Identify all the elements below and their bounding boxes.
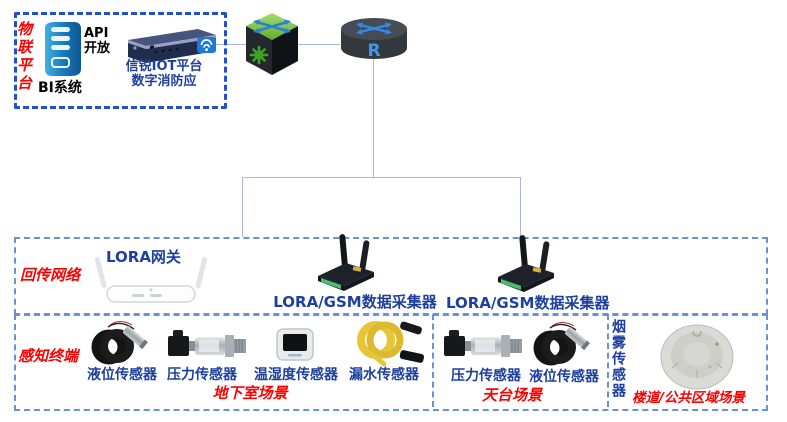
link-switch-router [297, 44, 340, 45]
svg-text:R: R [367, 41, 380, 61]
lora-gateway-label: LORA网关 [106, 248, 181, 266]
platform-side-label: 物联平台 [15, 21, 33, 93]
temp-humidity-sensor-label: 温湿度传感器 [254, 367, 338, 383]
backhaul-section-label: 回传网络 [20, 266, 81, 284]
bi-system-label: BI系统 [38, 80, 82, 96]
appliance-label: 信锐IOT平台 数字消防应 [112, 59, 216, 90]
bi-server-icon [40, 20, 86, 82]
pressure-sensor2-icon [442, 328, 524, 368]
water-leak-sensor-label: 漏水传感器 [349, 367, 419, 383]
pressure-sensor1-label: 压力传感器 [167, 367, 237, 383]
link-branch-left-drop [242, 177, 243, 237]
lora-gateway-icon [94, 250, 208, 310]
link-router-down [373, 58, 374, 177]
scene1-label: 地下室场景 [212, 384, 288, 402]
scene3-label: 楼道/公共区域场景 [632, 390, 745, 406]
api-open-label: API 开放 [84, 26, 111, 57]
liquid-level-sensor2-icon [528, 320, 592, 370]
lora-gsm-collector2-label: LORA/GSM数据采集器 [446, 294, 610, 312]
iot-platform-group-box [14, 12, 227, 109]
appliance-label-line2: 数字消防应 [131, 73, 197, 89]
smoke-detector-icon [658, 323, 736, 395]
appliance-label-line1: 信锐IOT平台 [125, 59, 203, 74]
api-open-line2: 开放 [84, 40, 111, 56]
iot-appliance-icon [110, 26, 218, 70]
api-open-line1: API [84, 26, 109, 41]
temp-humidity-sensor-icon [276, 328, 314, 367]
sensing-band-box [14, 314, 768, 411]
sensing-section-label: 感知终端 [18, 347, 79, 365]
wifi-icon [197, 37, 216, 53]
liquid-level-sensor1-icon [86, 319, 150, 369]
link-branch-right-drop [520, 177, 521, 237]
scene2-label: 天台场景 [481, 386, 542, 404]
water-leak-sensor-icon [344, 318, 426, 372]
lora-gsm-collector2-icon [492, 234, 560, 298]
link-branch-horizontal [242, 177, 521, 178]
lora-gsm-collector1-icon [312, 233, 380, 297]
router-icon: R [338, 16, 410, 68]
scene-separator-1 [432, 314, 434, 407]
pressure-sensor1-icon [166, 328, 248, 368]
liquid-level-sensor1-label: 液位传感器 [87, 367, 157, 383]
lora-gsm-collector1-label: LORA/GSM数据采集器 [273, 293, 437, 311]
liquid-level-sensor2-label: 液位传感器 [529, 369, 599, 385]
switch-icon [245, 13, 299, 81]
smoke-sensor-label: 烟雾传感器 [610, 319, 626, 399]
link-appliance-switch [211, 44, 248, 45]
scene-separator-2 [607, 314, 609, 407]
pressure-sensor2-label: 压力传感器 [451, 368, 521, 384]
